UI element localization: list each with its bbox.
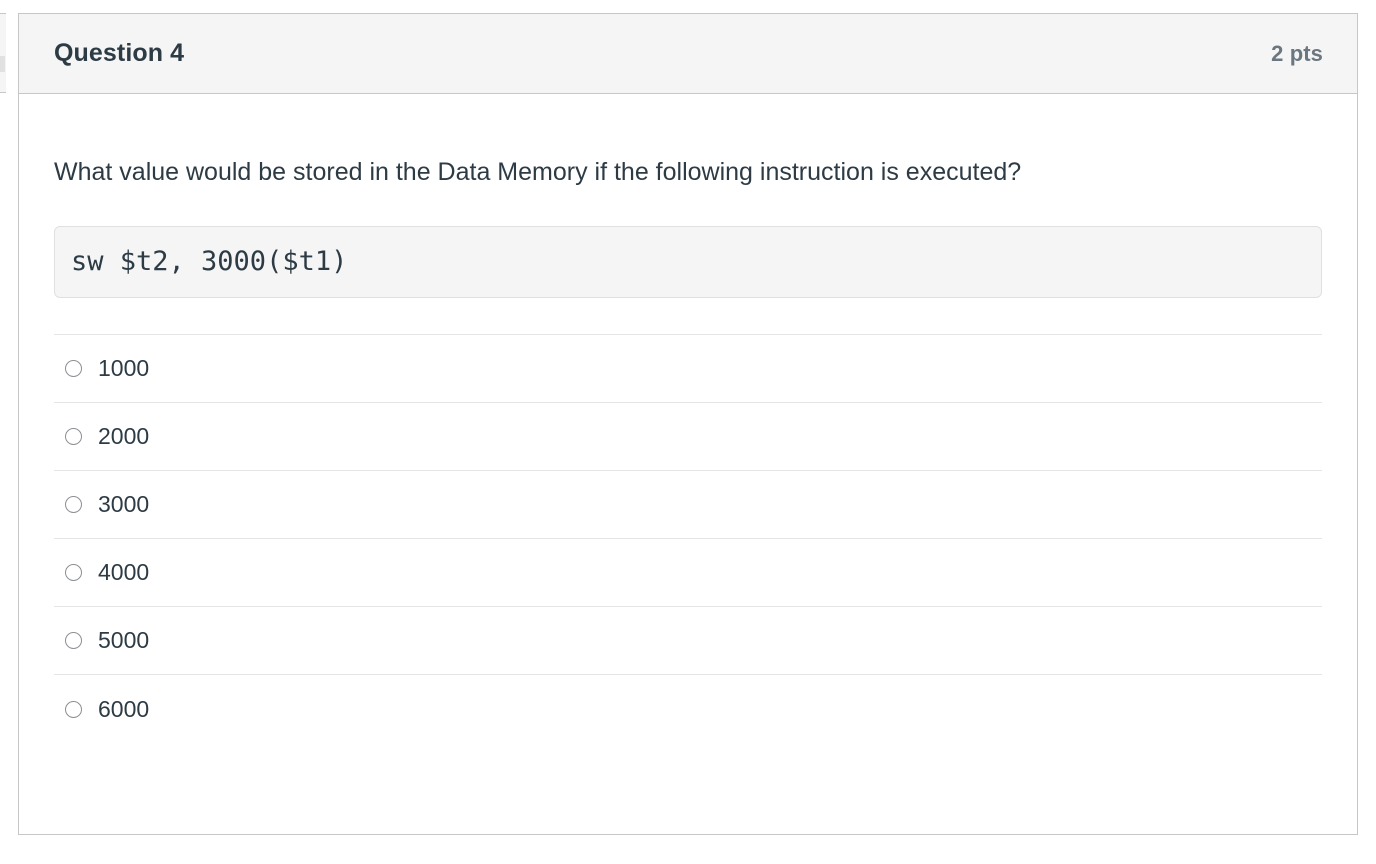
answer-option-label: 3000 (98, 491, 150, 517)
radio-button-icon[interactable] (65, 632, 82, 649)
answer-option-row[interactable]: 3000 (54, 471, 1322, 539)
answer-option-label: 5000 (98, 627, 150, 653)
answer-option-row[interactable]: 4000 (54, 539, 1322, 607)
question-prompt: What value would be stored in the Data M… (54, 158, 1022, 186)
points-badge: 2 pts (1271, 40, 1323, 66)
answer-option-label: 1000 (98, 355, 150, 381)
page-title: Question 4 (54, 39, 185, 67)
radio-button-icon[interactable] (65, 428, 82, 445)
instruction-code-block: sw $t2, 3000($t1) (54, 226, 1322, 298)
answer-option-row[interactable]: 5000 (54, 607, 1322, 675)
answer-option-row[interactable]: 1000 (54, 335, 1322, 403)
question-header: Question 4 2 pts (19, 14, 1357, 94)
radio-button-icon[interactable] (65, 700, 82, 718)
offscreen-panel-sliver (0, 13, 6, 93)
answer-option-label: 6000 (98, 695, 150, 722)
answer-option-row[interactable]: 6000 (54, 675, 1322, 743)
offscreen-glyph-fragment (0, 56, 5, 72)
question-card: Question 4 2 pts What value would be sto… (18, 13, 1358, 835)
radio-button-icon[interactable] (65, 564, 82, 581)
question-body: What value would be stored in the Data M… (19, 147, 1357, 743)
answer-option-label: 2000 (98, 423, 150, 449)
answer-options-list: 1000 2000 3000 4000 5000 6000 (54, 334, 1322, 743)
answer-option-row[interactable]: 2000 (54, 403, 1322, 471)
radio-button-icon[interactable] (65, 496, 82, 513)
answer-option-label: 4000 (98, 559, 150, 585)
radio-button-icon[interactable] (65, 360, 82, 377)
